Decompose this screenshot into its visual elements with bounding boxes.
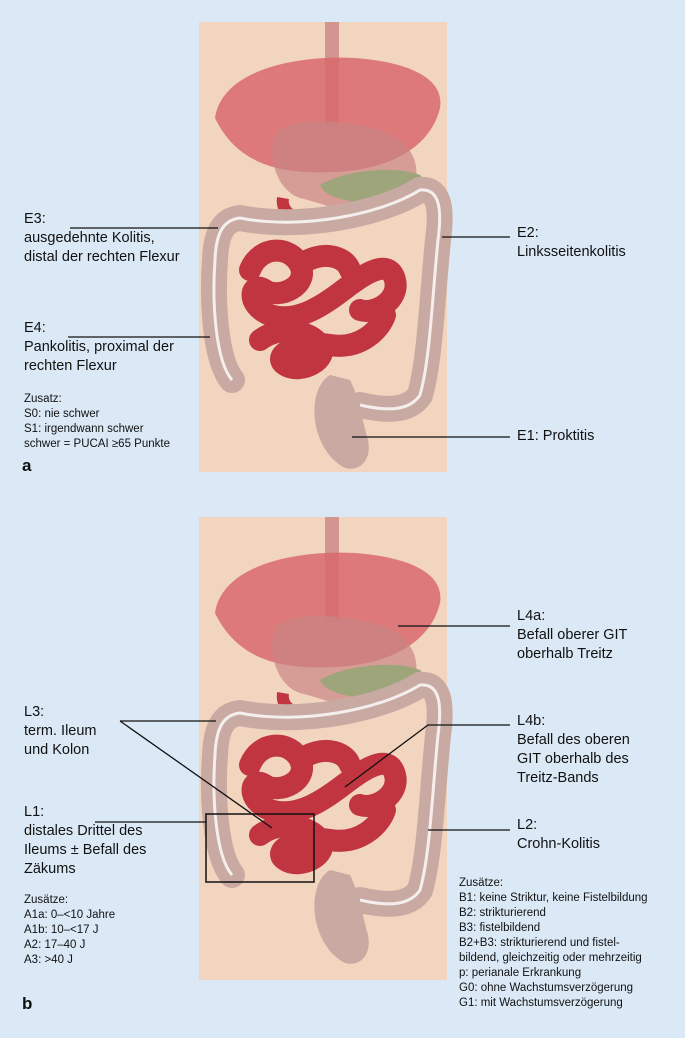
l4b-text-3: Treitz-Bands <box>517 770 599 786</box>
e4-text-2: rechten Flexur <box>24 358 117 374</box>
zusaetze-item: A1b: 10–<17 J <box>24 924 99 936</box>
l1-text-2: Ileums ± Befall des <box>24 842 147 858</box>
l1-text-1: distales Drittel des <box>24 823 143 839</box>
panel-b: L4a: Befall oberer GIT oberhalb Treitz L… <box>0 505 685 1038</box>
l4a-text-2: oberhalb Treitz <box>517 646 613 662</box>
label-e2: E2: Linksseitenkolitis <box>517 224 626 262</box>
zusaetze-item: G0: ohne Wachstumsverzögerung <box>459 982 634 994</box>
e2-code: E2: <box>517 225 539 241</box>
panel-a: E3: ausgedehnte Kolitis, distal der rech… <box>0 0 685 505</box>
small-intestine <box>239 239 407 380</box>
panel-letter-b: b <box>22 994 33 1013</box>
zusaetze-heading: Zusätze: <box>24 894 69 906</box>
label-l4a: L4a: Befall oberer GIT oberhalb Treitz <box>517 607 627 664</box>
e1-text: E1: Proktitis <box>517 428 595 444</box>
l3-text-2: und Kolon <box>24 742 90 758</box>
l1-highlight-box <box>205 813 315 883</box>
zusaetze-item: G1: mit Wachstumsverzögerung <box>459 997 623 1009</box>
zusaetze-block-left: Zusätze: A1a: 0–<10 Jahre A1b: 10–<17 J … <box>24 893 115 968</box>
zusaetze-item: B1: keine Striktur, keine Fistelbildung <box>459 892 648 904</box>
label-e3: E3: ausgedehnte Kolitis, distal der rech… <box>24 210 180 267</box>
e4-code: E4: <box>24 320 46 336</box>
label-e1: E1: Proktitis <box>517 427 594 446</box>
e3-code: E3: <box>24 211 46 227</box>
zusaetze-item: bildend, gleichzeitig oder mehrzeitig <box>459 952 642 964</box>
e3-text-1: ausgedehnte Kolitis, <box>24 230 155 246</box>
l4b-text-1: Befall des oberen <box>517 732 630 748</box>
label-l3: L3: term. Ileum und Kolon <box>24 703 97 760</box>
rectum <box>314 870 369 964</box>
l4b-leader-line <box>344 724 429 788</box>
panel-letter-a: a <box>22 456 32 475</box>
l4a-code: L4a: <box>517 608 546 624</box>
zusaetze-item: B2: strikturierend <box>459 907 546 919</box>
label-l2: L2: Crohn-Kolitis <box>517 816 600 854</box>
l1-text-3: Zäkums <box>24 861 76 877</box>
l2-code: L2: <box>517 817 538 833</box>
rectum <box>314 375 369 469</box>
l3-code: L3: <box>24 704 45 720</box>
zusatz-heading: Zusatz: <box>24 393 62 405</box>
colon-inflamed-line <box>212 683 442 906</box>
l2-text: Crohn-Kolitis <box>517 836 600 852</box>
l3-leader-line-ileum <box>119 720 273 829</box>
e2-text: Linksseitenkolitis <box>517 244 626 260</box>
zusaetze-item: B3: fistelbildend <box>459 922 541 934</box>
zusaetze-item: p: perianale Erkrankung <box>459 967 582 979</box>
zusaetze-heading: Zusätze: <box>459 877 504 889</box>
e4-text-1: Pankolitis, proximal der <box>24 339 174 355</box>
l1-code: L1: <box>24 804 45 820</box>
label-l4b: L4b: Befall des oberen GIT oberhalb des … <box>517 712 630 788</box>
anatomy-illustration-b <box>95 517 510 980</box>
zusatz-item: schwer = PUCAI ≥65 Punkte <box>24 438 170 450</box>
label-l1: L1: distales Drittel des Ileums ± Befall… <box>24 803 146 879</box>
zusaetze-item: B2+B3: strikturierend und fistel- <box>459 937 620 949</box>
colon-inflamed-line <box>212 188 442 411</box>
label-e4: E4: Pankolitis, proximal der rechten Fle… <box>24 319 174 376</box>
small-intestine <box>239 734 407 875</box>
anatomy-illustration-a <box>68 22 510 472</box>
zusaetze-item: A1a: 0–<10 Jahre <box>24 909 116 921</box>
l4b-code: L4b: <box>517 713 546 729</box>
l4b-text-2: GIT oberhalb des <box>517 751 629 767</box>
l3-text-1: term. Ileum <box>24 723 97 739</box>
e3-text-2: distal der rechten Flexur <box>24 249 180 265</box>
zusatz-item: S0: nie schwer <box>24 408 100 420</box>
zusaetze-item: A3: >40 J <box>24 954 73 966</box>
l4a-text-1: Befall oberer GIT <box>517 627 628 643</box>
zusatz-block-a: Zusatz: S0: nie schwer S1: irgendwann sc… <box>24 392 170 452</box>
zusaetze-item: A2: 17–40 J <box>24 939 86 951</box>
zusatz-item: S1: irgendwann schwer <box>24 423 144 435</box>
zusaetze-block-right: Zusätze: B1: keine Striktur, keine Fiste… <box>459 876 648 1011</box>
